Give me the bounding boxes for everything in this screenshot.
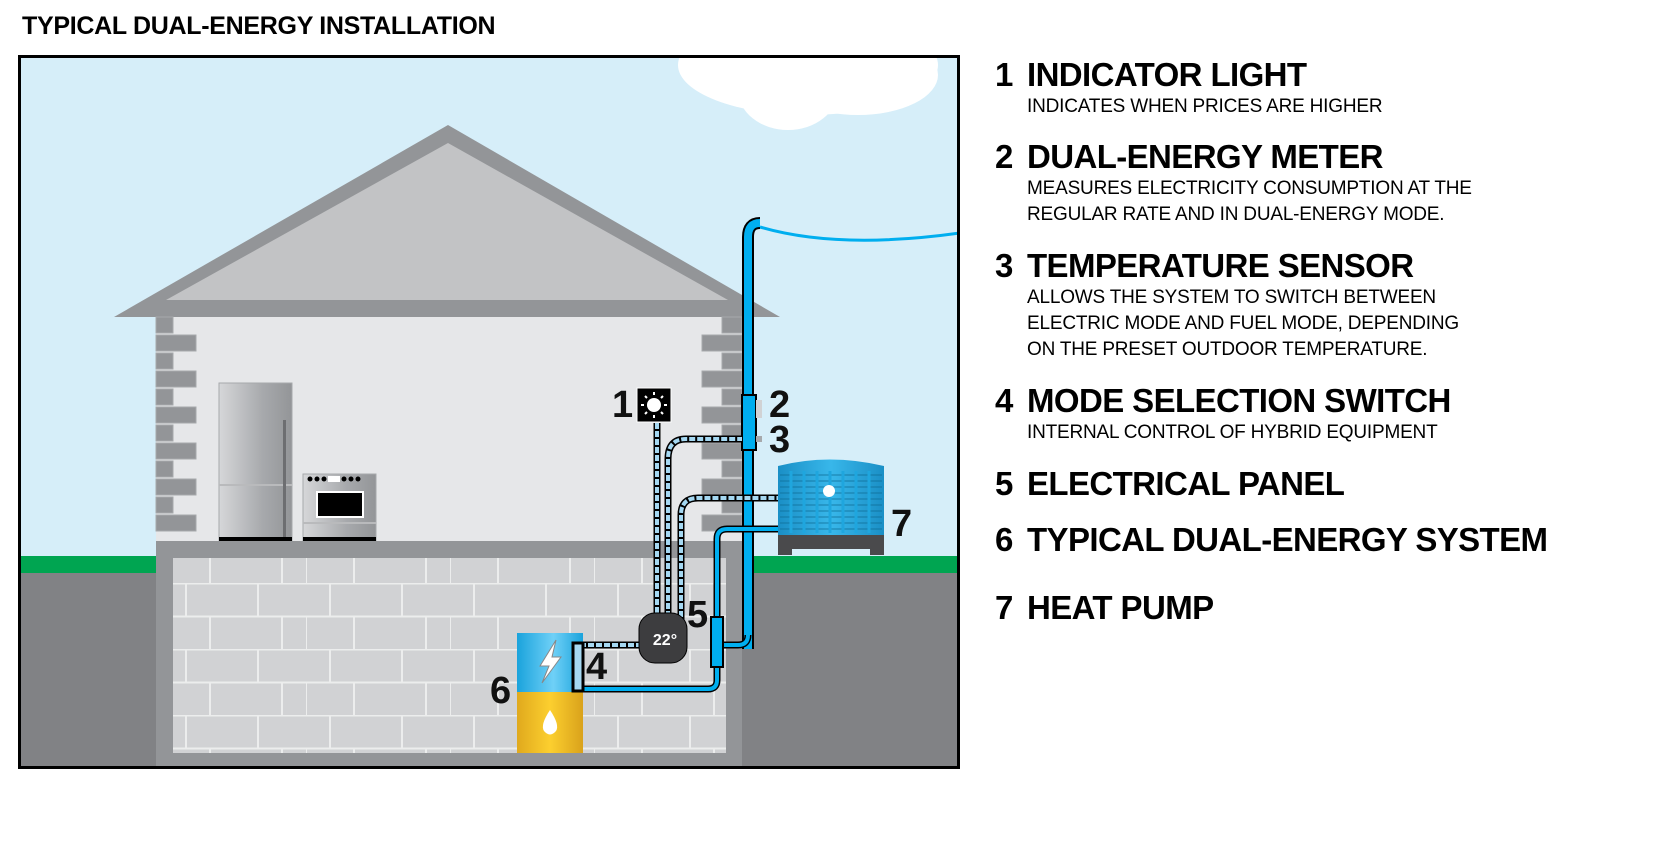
installation-diagram: 22° 1 2 3 4 5 6 7 <box>18 55 960 769</box>
legend-item-dual-energy-meter: 2 DUAL-ENERGY METER MEASURES ELECTRICITY… <box>995 138 1595 247</box>
legend-description: ALLOWS THE SYSTEM TO SWITCH BETWEEN ELEC… <box>1027 287 1459 360</box>
control-cables <box>580 423 778 649</box>
indicator-light <box>636 387 672 423</box>
callout-3: 3 <box>769 419 790 461</box>
callout-7: 7 <box>891 503 912 545</box>
thermostat-display: 22° <box>653 632 677 649</box>
legend-item-indicator-light: 1 INDICATOR LIGHT INDICATES WHEN PRICES … <box>995 56 1595 138</box>
legend-number: 1 <box>995 56 1014 93</box>
lightning-icon <box>539 639 562 684</box>
legend-title: HEAT PUMP <box>1027 589 1214 626</box>
legend-item-temperature-sensor: 3 TEMPERATURE SENSOR ALLOWS THE SYSTEM T… <box>995 247 1595 382</box>
legend-title: INDICATOR LIGHT <box>1027 56 1307 93</box>
legend-description: INTERNAL CONTROL OF HYBRID EQUIPMENT <box>1027 422 1438 443</box>
temperature-sensor <box>756 436 762 442</box>
mode-selection-switch <box>571 641 585 693</box>
legend-item-electrical-panel: 5 ELECTRICAL PANEL <box>995 465 1595 521</box>
callout-5: 5 <box>687 594 708 636</box>
flame-icon <box>542 710 558 735</box>
electrical-panel <box>710 616 724 668</box>
legend-item-mode-selection-switch: 4 MODE SELECTION SWITCH INTERNAL CONTROL… <box>995 382 1595 465</box>
legend-title: DUAL-ENERGY METER <box>1027 138 1383 175</box>
legend-description: INDICATES WHEN PRICES ARE HIGHER <box>1027 96 1383 117</box>
legend-number: 6 <box>995 521 1014 558</box>
legend: 1 INDICATOR LIGHT INDICATES WHEN PRICES … <box>995 56 1595 639</box>
stove <box>302 473 377 543</box>
legend-number: 7 <box>995 589 1014 626</box>
power-cables <box>580 525 778 693</box>
power-line <box>759 225 960 242</box>
legend-title: ELECTRICAL PANEL <box>1027 465 1345 502</box>
legend-title: MODE SELECTION SWITCH <box>1027 382 1451 419</box>
cloud <box>678 55 938 130</box>
legend-item-heat-pump: 7 HEAT PUMP <box>995 589 1595 639</box>
legend-number: 3 <box>995 247 1014 284</box>
page-title: TYPICAL DUAL-ENERGY INSTALLATION <box>22 12 496 40</box>
heat-pump <box>778 459 884 555</box>
callout-2: 2 <box>769 384 790 426</box>
legend-number: 2 <box>995 138 1014 175</box>
callout-4: 4 <box>586 646 607 688</box>
legend-title: TYPICAL DUAL-ENERGY SYSTEM <box>1027 521 1548 558</box>
legend-number: 5 <box>995 465 1014 502</box>
callout-6: 6 <box>490 670 511 712</box>
legend-number: 4 <box>995 382 1014 419</box>
diagram-frame <box>18 55 960 769</box>
basement-wall <box>173 558 726 753</box>
dual-energy-meter <box>741 394 757 451</box>
legend-item-dual-energy-system: 6 TYPICAL DUAL-ENERGY SYSTEM <box>995 521 1595 589</box>
legend-title: TEMPERATURE SENSOR <box>1027 247 1414 284</box>
thermostat: 22° <box>638 612 688 664</box>
callout-1: 1 <box>612 384 633 426</box>
legend-description: MEASURES ELECTRICITY CONSUMPTION AT THE … <box>1027 178 1472 225</box>
refrigerator <box>218 382 293 542</box>
